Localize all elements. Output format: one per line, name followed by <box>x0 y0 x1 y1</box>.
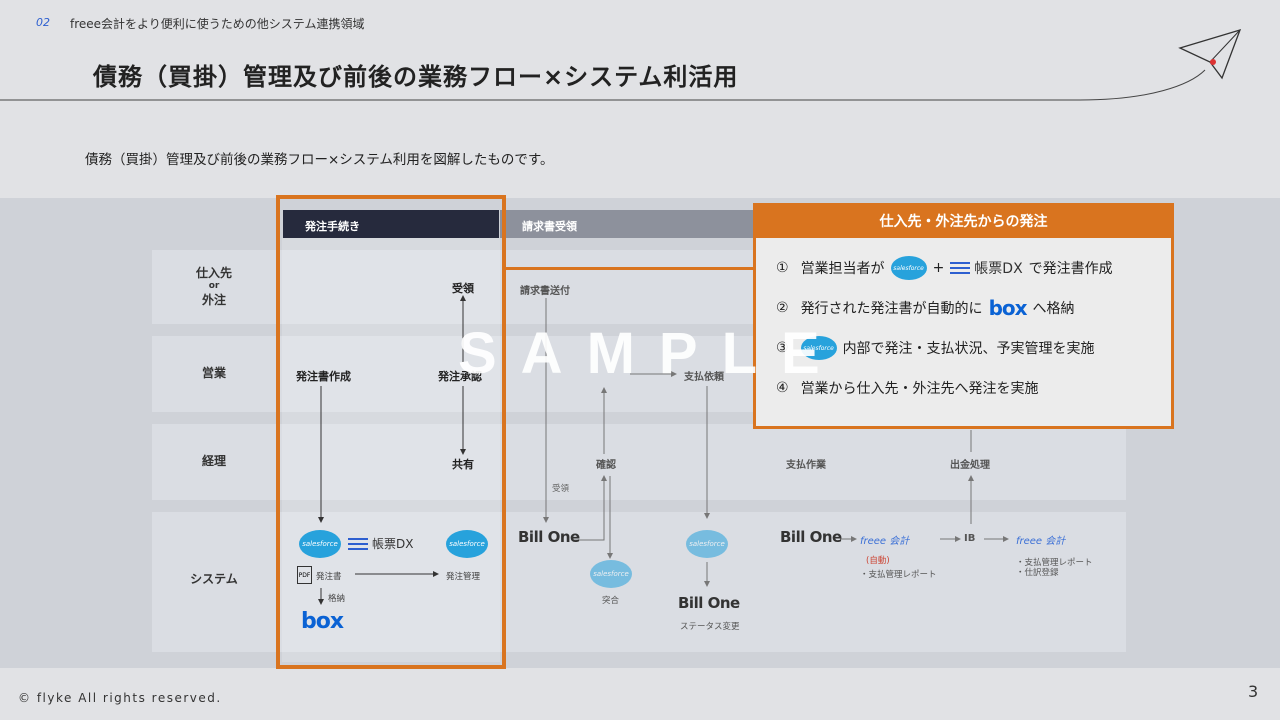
logo-text: salesforce <box>593 570 629 578</box>
salesforce-logo: salesforce <box>890 256 927 280</box>
phase-invoice-receipt: 請求書受領 <box>500 210 760 238</box>
salesforce-logo: salesforce <box>590 560 632 588</box>
freee-logo: freee 会計 <box>860 536 910 547</box>
page-number: 3 <box>1248 682 1259 701</box>
plus-sign: + <box>932 260 945 276</box>
ledger-dx-logo: 帳票DX <box>348 535 413 552</box>
lane-label-sales: 営業 <box>201 366 226 381</box>
callout-item-4: ④ 営業から仕入先・外注先へ発注を実施 <box>776 368 1171 408</box>
item-text: 営業担当者が <box>800 261 885 277</box>
bill-one-logo: Bill One <box>678 594 740 612</box>
phase-label: 発注手続き <box>305 220 360 233</box>
item-number: ④ <box>776 380 789 396</box>
logo-text: salesforce <box>302 540 338 548</box>
logo-text: salesforce <box>449 540 485 548</box>
lane-label-text: 外注 <box>201 292 226 307</box>
pdf-icon: PDF <box>297 566 312 584</box>
phase-ordering: 発注手続き <box>283 210 499 238</box>
node-auto: (自動) <box>866 556 890 566</box>
connector-line <box>503 267 755 270</box>
node-share: 共有 <box>452 458 474 471</box>
callout-title: 仕入先・外注先からの発注 <box>756 206 1171 238</box>
lane-label-system: システム <box>190 572 238 587</box>
node-match: 突合 <box>602 596 620 606</box>
lane-label-text: or <box>208 281 220 292</box>
node-received: 受領 <box>552 484 570 494</box>
callout-list: ① 営業担当者が salesforce + 帳票DX で発注書作成 ② 発行され… <box>756 238 1171 408</box>
logo-text: 帳票DX <box>974 261 1023 277</box>
copyright: © flyke All rights reserved. <box>18 691 222 705</box>
bill-one-logo: Bill One <box>518 528 580 546</box>
item-text: で発注書作成 <box>1028 261 1113 277</box>
node-confirm: 確認 <box>596 460 616 471</box>
item-number: ① <box>776 260 789 276</box>
freee-logo: freee 会計 <box>1016 536 1066 547</box>
item-text: 営業から仕入先・外注先へ発注を実施 <box>800 381 1039 397</box>
callout-item-1: ① 営業担当者が salesforce + 帳票DX で発注書作成 <box>776 248 1171 288</box>
salesforce-logo: salesforce <box>299 530 341 558</box>
highlight-ordering-column <box>276 195 506 669</box>
phase-label: 請求書受領 <box>522 220 577 233</box>
node-pay-report-2: ・支払管理レポート <box>1016 558 1093 568</box>
bill-one-logo: Bill One <box>780 528 842 546</box>
item-text: へ格納 <box>1032 301 1075 317</box>
box-logo: box <box>988 296 1028 320</box>
node-po-manage: 発注管理 <box>446 572 481 582</box>
header-decoration <box>0 29 1242 101</box>
logo-text: Bill One <box>780 528 842 546</box>
logo-text: salesforce <box>803 344 834 352</box>
logo-text: salesforce <box>893 264 924 272</box>
node-po-create: 発注書作成 <box>296 370 351 383</box>
page-subtitle: 債務（買掛）管理及び前後の業務フロー×システム利用を図解したものです。 <box>85 152 554 168</box>
logo-text: Bill One <box>518 528 580 546</box>
node-pay-report: ・支払管理レポート <box>860 570 937 580</box>
box-logo: box <box>301 609 344 634</box>
lane-accounting <box>152 424 1126 500</box>
callout-item-2: ② 発行された発注書が自動的に box へ格納 <box>776 288 1171 328</box>
icon-text: PDF <box>298 571 311 579</box>
item-text: 内部で発注・支払状況、予実管理を実施 <box>842 341 1095 357</box>
callout-panel: 仕入先・外注先からの発注 ① 営業担当者が salesforce + 帳票DX … <box>753 203 1174 429</box>
item-number: ③ <box>776 340 789 356</box>
lane-label-accounting: 経理 <box>201 454 226 469</box>
node-cash-out: 出金処理 <box>950 460 990 471</box>
node-store: 格納 <box>328 594 346 604</box>
node-journal: ・仕訳登録 <box>1016 568 1059 578</box>
ledger-dx-logo: 帳票DX <box>950 258 1023 278</box>
logo-text: Bill One <box>678 594 740 612</box>
section-number: 02 <box>36 16 50 29</box>
node-status-change: ステータス変更 <box>680 622 740 632</box>
node-ib: IB <box>964 533 976 544</box>
node-receive: 受領 <box>452 282 474 295</box>
ledger-icon <box>348 537 368 550</box>
node-po-send: 発注承認 <box>438 370 482 383</box>
node-po-doc: 発注書 <box>316 572 342 582</box>
salesforce-logo: salesforce <box>800 336 837 360</box>
item-number: ② <box>776 300 789 316</box>
node-payment-request: 支払依頼 <box>684 372 724 383</box>
logo-text: 帳票DX <box>372 537 414 551</box>
lane-label-supplier: 仕入先 or 外注 <box>172 265 256 309</box>
item-text: 発行された発注書が自動的に <box>800 301 983 317</box>
node-invoice-send: 請求書送付 <box>520 286 570 297</box>
sample-watermark: SAMPLE <box>458 321 844 386</box>
callout-item-3: ③ salesforce 内部で発注・支払状況、予実管理を実施 <box>776 328 1171 368</box>
ledger-icon <box>950 262 971 274</box>
logo-text: salesforce <box>689 540 725 548</box>
lane-label-text: 仕入先 <box>195 265 232 280</box>
page-title: 債務（買掛）管理及び前後の業務フロー×システム利活用 <box>93 63 739 91</box>
node-payment-work: 支払作業 <box>786 460 826 471</box>
salesforce-logo: salesforce <box>446 530 488 558</box>
salesforce-logo: salesforce <box>686 530 728 558</box>
paper-plane-icon <box>1178 29 1242 80</box>
section-title: freee会計をより便利に使うための他システム連携領域 <box>70 17 365 31</box>
